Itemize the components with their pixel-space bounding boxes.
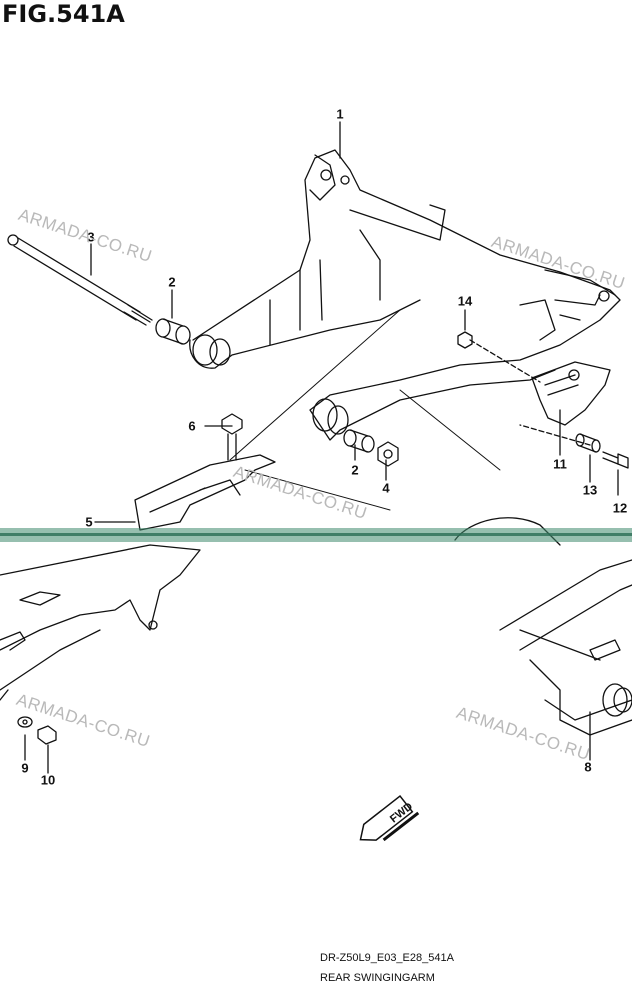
callout-2-upper: 2 bbox=[168, 274, 176, 290]
diagram-caption: REAR SWINGINGARM bbox=[320, 972, 435, 984]
fwd-arrow bbox=[359, 794, 420, 842]
callout-2-lower: 2 bbox=[351, 462, 359, 478]
callout-4: 4 bbox=[382, 480, 390, 496]
callout-3: 3 bbox=[87, 229, 95, 245]
callout-13: 13 bbox=[582, 482, 598, 498]
callout-11: 11 bbox=[553, 456, 567, 472]
callout-6: 6 bbox=[188, 418, 196, 434]
figure-title: FIG.541A bbox=[2, 0, 125, 28]
callout-12: 12 bbox=[612, 500, 628, 516]
callout-5: 5 bbox=[85, 514, 93, 530]
callout-1: 1 bbox=[336, 106, 344, 122]
callout-9: 9 bbox=[21, 760, 29, 776]
callout-14: 14 bbox=[457, 293, 473, 309]
callout-8: 8 bbox=[584, 759, 592, 775]
model-code: DR-Z50L9_E03_E28_541A bbox=[320, 952, 454, 964]
callout-10: 10 bbox=[40, 772, 56, 788]
